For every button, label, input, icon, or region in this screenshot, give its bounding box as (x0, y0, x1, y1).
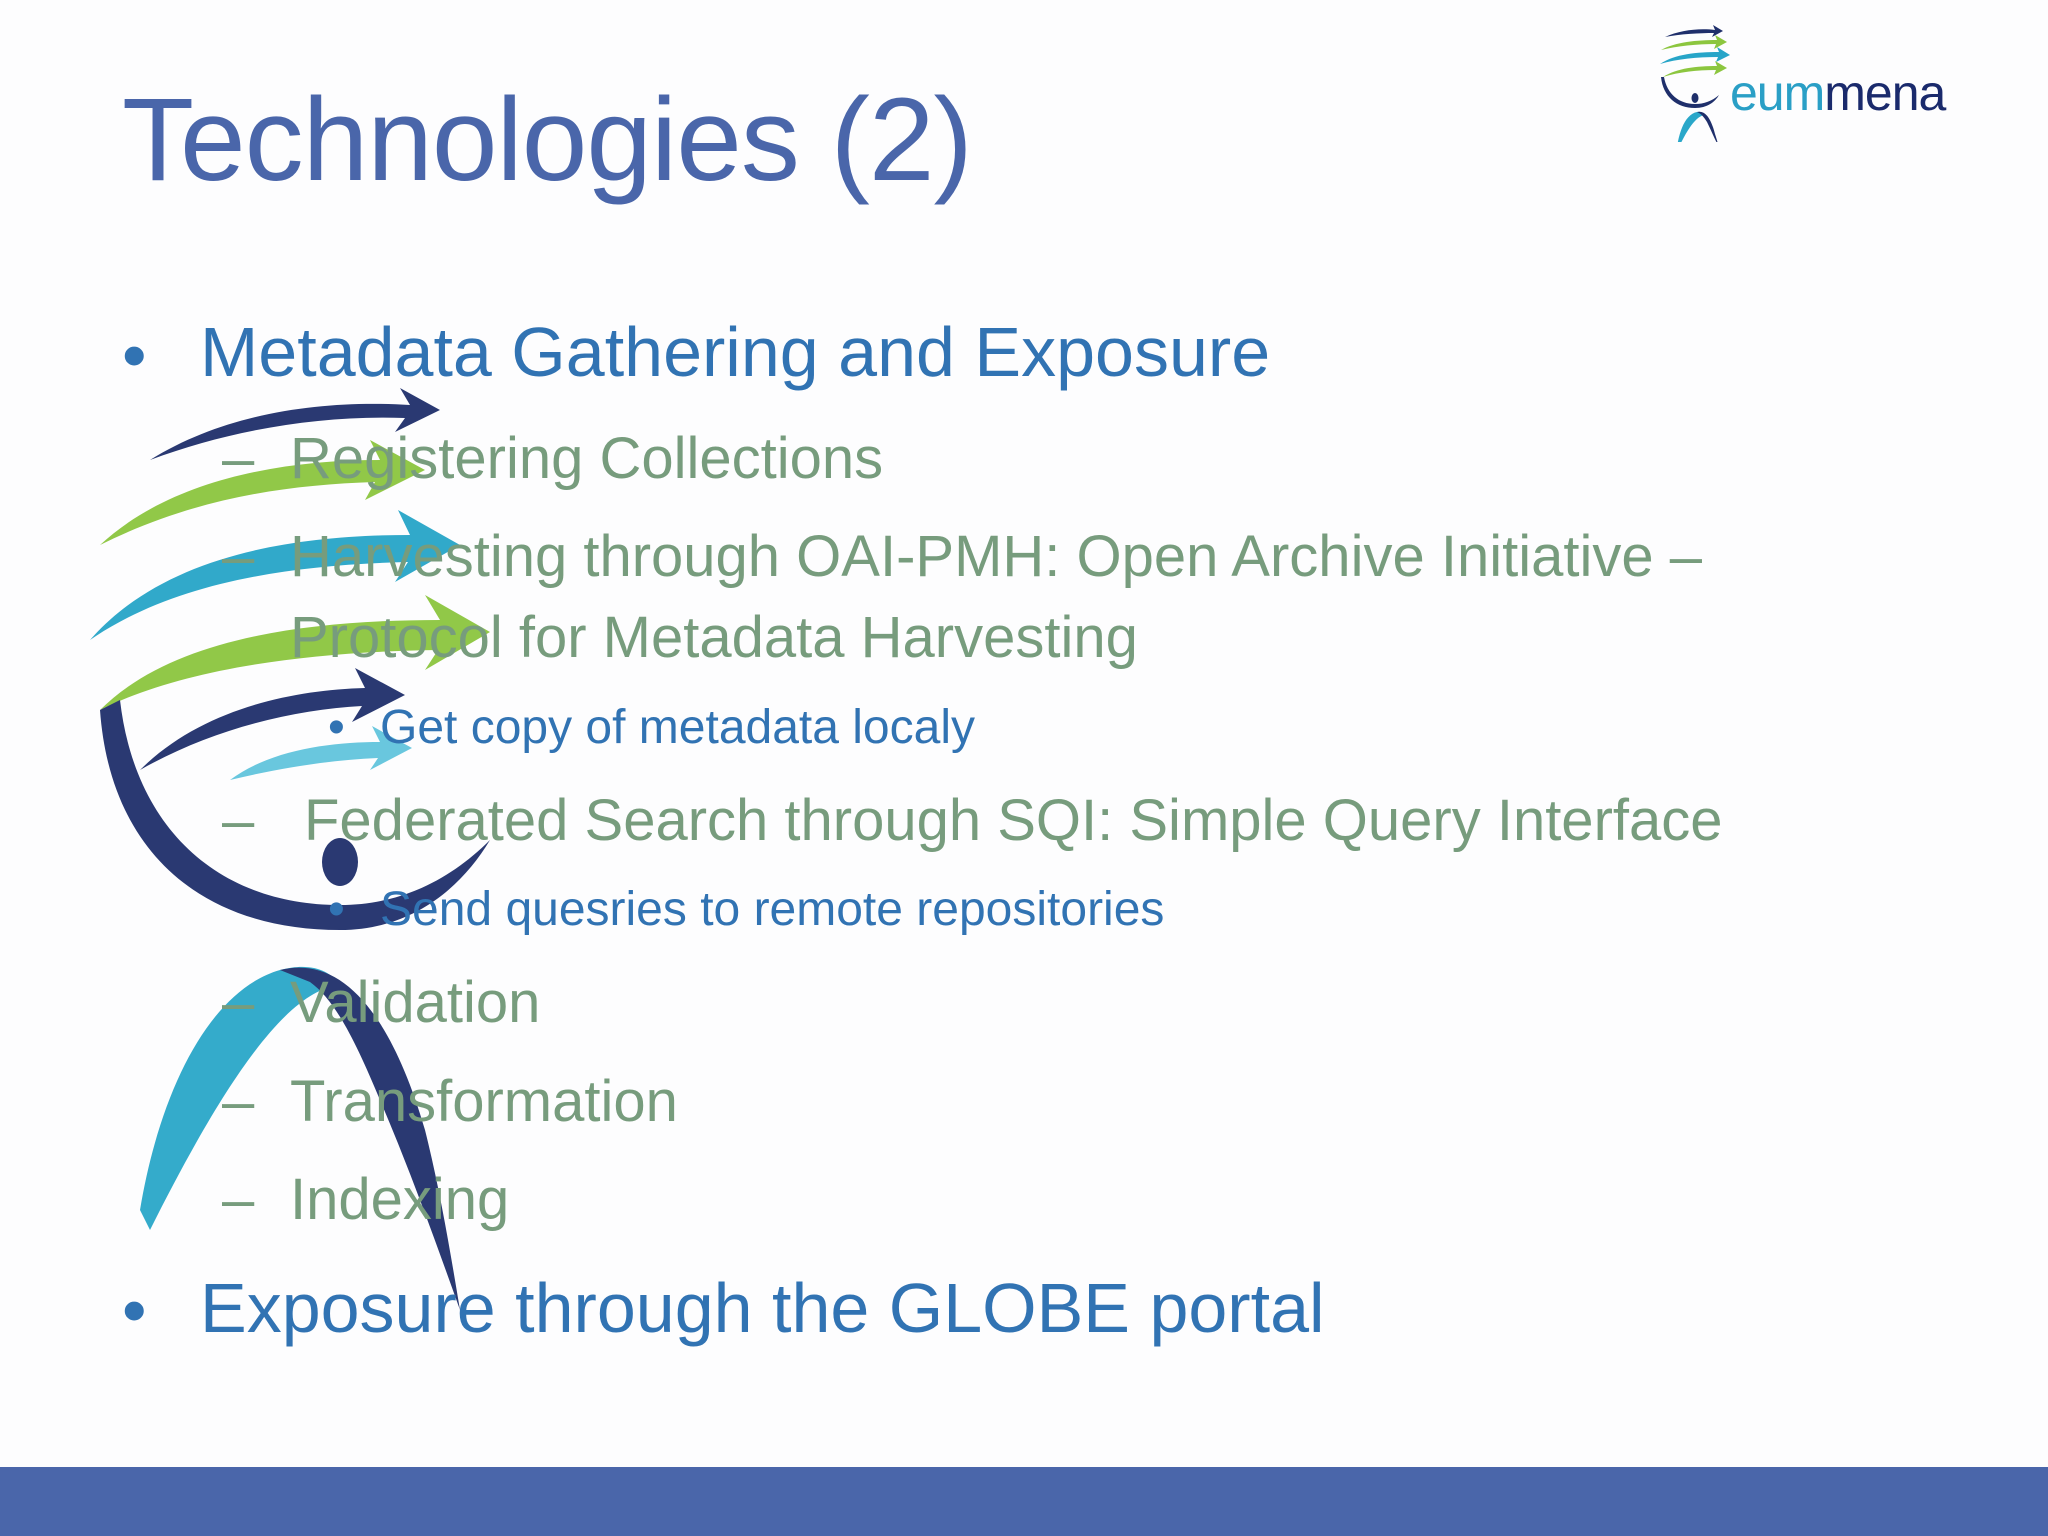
sub-sub-item-send-queries: Send quesries to remote repositories (380, 883, 1165, 936)
sub-item-registering-collections: Registering Collections (290, 426, 884, 491)
bullet-item-globe-portal: Exposure through the GLOBE portal (200, 1269, 1325, 1347)
dash-marker: – (222, 426, 255, 491)
figure-head (322, 838, 358, 886)
swoosh-arrow-6 (230, 726, 412, 780)
bullet-marker: • (328, 883, 345, 936)
logo-wordmark-part1: eum (1730, 65, 1825, 121)
swoosh-arrow-3 (90, 510, 460, 640)
dash-marker: – (222, 1167, 255, 1232)
bullet-marker: • (122, 316, 147, 394)
sub-item-harvesting-line2: Protocol for Metadata Harvesting (290, 605, 1138, 670)
bullet-marker: • (122, 1271, 147, 1349)
sub-item-validation: Validation (290, 970, 541, 1035)
sub-item-indexing: Indexing (290, 1167, 510, 1232)
slide-title: Technologies (2) (122, 74, 973, 206)
figure-body-right (280, 967, 460, 1310)
swoosh-arrow-4 (100, 595, 490, 710)
dash-marker: – (222, 970, 255, 1035)
dash-marker: – (222, 1069, 255, 1134)
sub-item-harvesting-line1: Harvesting through OAI-PMH: Open Archive… (290, 524, 1702, 589)
eummena-watermark-graphic (90, 388, 490, 1310)
eummena-logo-icon (1660, 25, 1730, 142)
sub-item-federated-search: Federated Search through SQI: Simple Que… (304, 788, 1723, 853)
globe-arc (100, 700, 490, 930)
dash-marker: – (222, 524, 255, 589)
bullet-marker: • (328, 701, 345, 754)
swoosh-arrow-2 (100, 440, 425, 545)
footer-bar (0, 1467, 2048, 1536)
logo-wordmark: eummena (1730, 64, 1946, 122)
sub-sub-item-get-copy: Get copy of metadata localy (380, 701, 975, 754)
swoosh-arrow-1 (150, 388, 440, 460)
bullet-item-metadata-gathering: Metadata Gathering and Exposure (200, 313, 1271, 391)
logo-wordmark-part2: mena (1824, 65, 1946, 121)
figure-body-left (140, 966, 340, 1230)
swoosh-arrow-5 (140, 668, 405, 770)
sub-item-transformation: Transformation (290, 1069, 678, 1134)
dash-marker: – (222, 788, 255, 853)
